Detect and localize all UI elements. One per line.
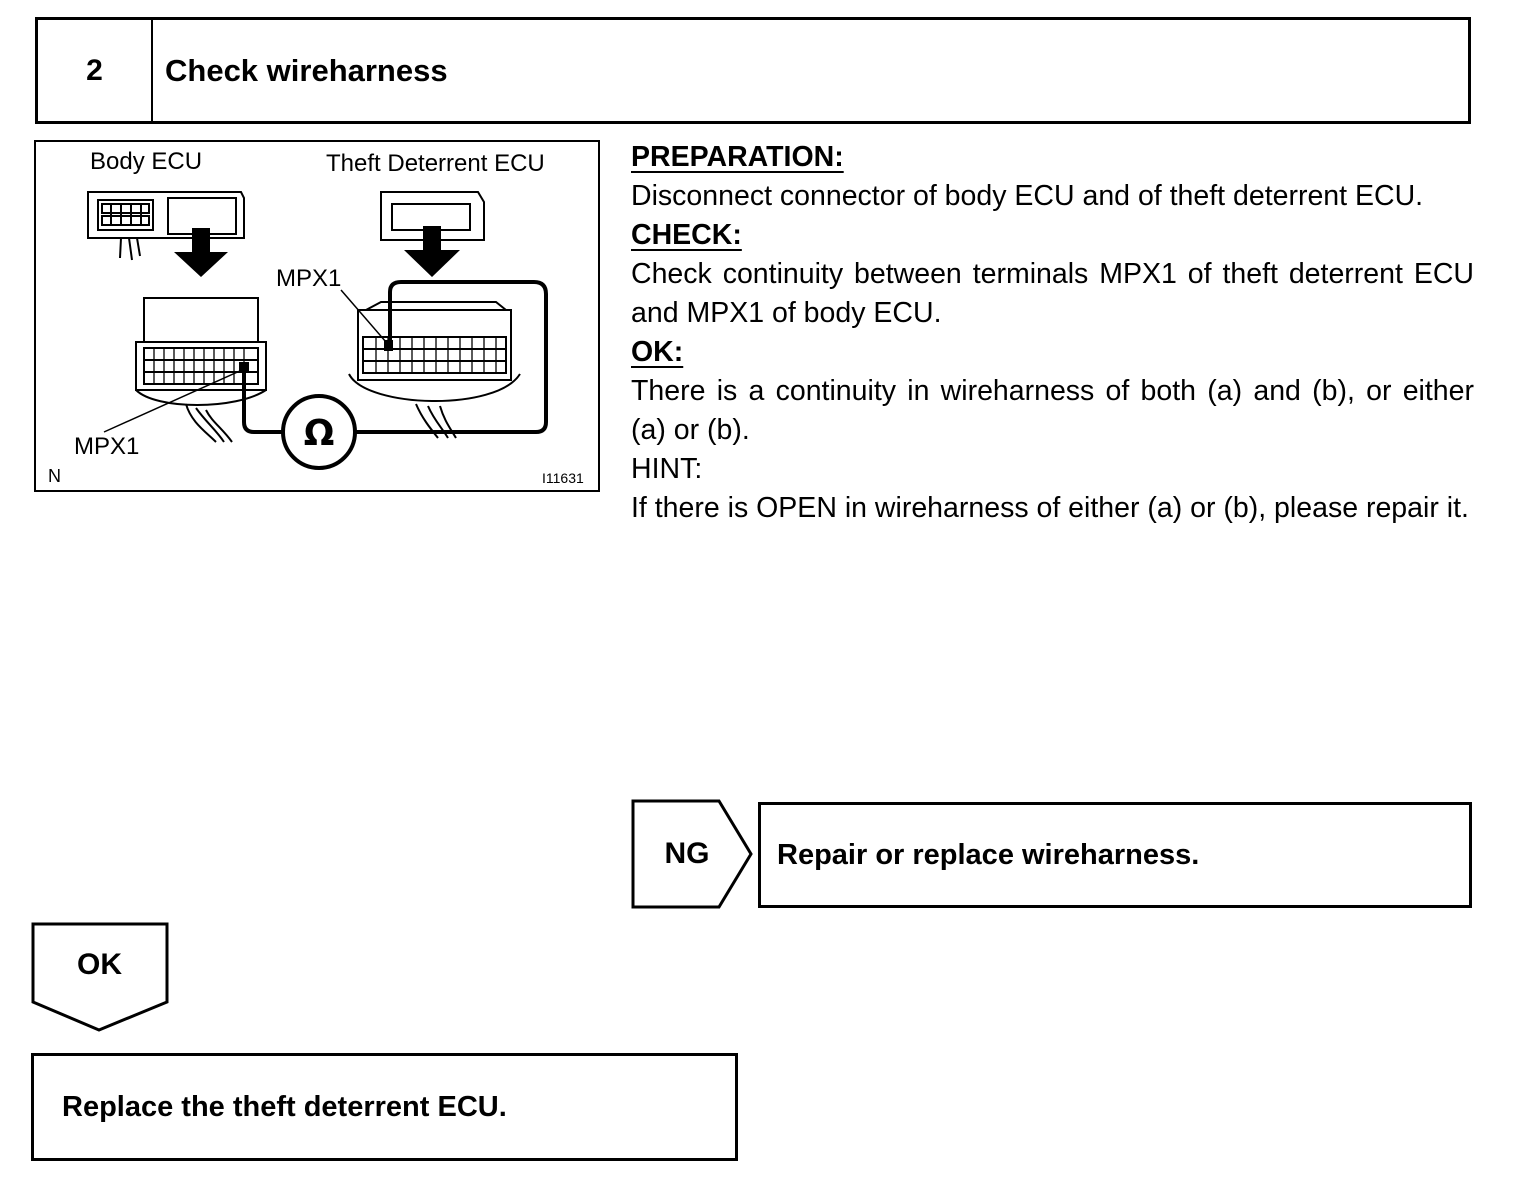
ok-action-text: Replace the theft deterrent ECU. [62, 1090, 507, 1123]
down-arrow-icon [174, 228, 228, 277]
ok-label: OK [77, 948, 122, 981]
step-title: Check wireharness [165, 52, 448, 88]
wiring-illustration: Ω Body ECU Theft Deterrent ECU MPX1 MPX1… [34, 140, 600, 492]
theft-ecu-label: Theft Deterrent ECU [326, 150, 545, 177]
theft-ecu-mpx1-terminal [384, 340, 393, 351]
figure-id: I11631 [542, 470, 584, 486]
hint-heading: HINT: [631, 453, 703, 485]
test-lead-left [242, 368, 282, 434]
figure-corner-letter: N [48, 466, 61, 486]
step-header: 2 Check wireharness [35, 17, 1471, 124]
body-ecu-connector-icon [87, 191, 245, 261]
ng-tag-shape [631, 799, 753, 909]
instructions-block: PREPARATION: Disconnect connector of bod… [631, 138, 1474, 528]
theft-ecu-unit-icon [348, 301, 521, 439]
body-ecu-label: Body ECU [90, 148, 202, 175]
mpx1-bottom-label: MPX1 [74, 433, 139, 460]
preparation-heading: PREPARATION: [631, 141, 844, 173]
ng-action-text: Repair or replace wireharness. [777, 838, 1200, 871]
ng-action-box: Repair or replace wireharness. [758, 802, 1472, 908]
ok-tag-shape [31, 922, 169, 1032]
ok-action-box: Replace the theft deterrent ECU. [31, 1053, 738, 1161]
preparation-text: Disconnect connector of body ECU and of … [631, 180, 1424, 212]
step-number: 2 [38, 20, 153, 121]
ohmmeter-icon [281, 394, 357, 470]
ok-text: There is a continuity in wireharness of … [631, 375, 1474, 446]
mpx1-top-label: MPX1 [276, 265, 341, 292]
ecu-connector-diagram: Ω Body ECU Theft Deterrent ECU MPX1 MPX1… [48, 148, 584, 486]
ok-heading: OK: [631, 336, 684, 368]
down-arrow-icon [404, 226, 460, 277]
check-heading: CHECK: [631, 219, 742, 251]
body-ecu-mpx1-terminal [239, 362, 249, 372]
test-lead-right [356, 280, 548, 434]
ohm-symbol: Ω [304, 413, 335, 454]
hint-text: If there is OPEN in wireharness of eithe… [631, 492, 1469, 524]
body-ecu-unit-icon [135, 297, 267, 443]
check-text: Check continuity between terminals MPX1 … [631, 258, 1474, 329]
ng-label: NG [664, 837, 710, 870]
